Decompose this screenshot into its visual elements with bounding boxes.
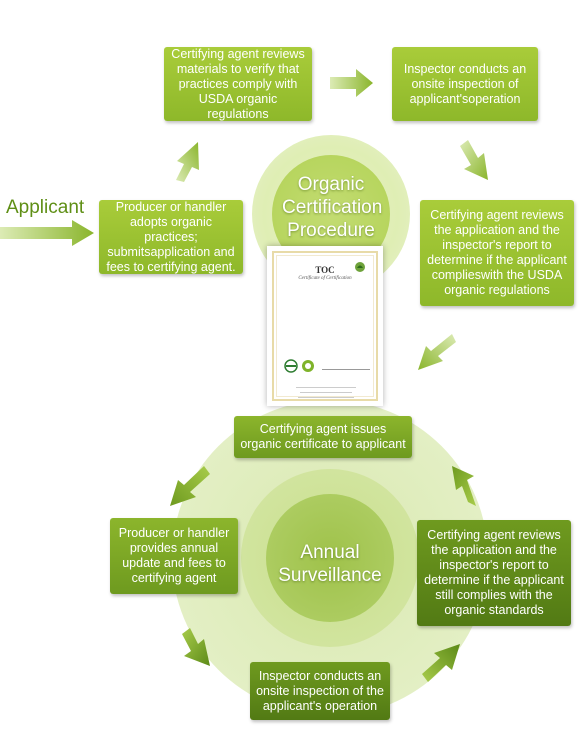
step-submit-application-text: Producer or handler adopts organic pract… xyxy=(106,199,236,274)
step-review-materials-text: Certifying agent reviews materials to ve… xyxy=(171,46,305,121)
arrow-to-onsite-inspection-icon xyxy=(330,69,373,97)
signature-line xyxy=(322,369,370,370)
applicant-arrow-icon xyxy=(0,220,94,246)
lower-inner-circle xyxy=(266,494,394,622)
footer-line-2 xyxy=(300,392,352,393)
arrow-to-annual-update-icon xyxy=(170,466,210,506)
certificate-logo-icon xyxy=(355,262,365,272)
step-onsite-inspection-text: Inspector conducts an onsite inspection … xyxy=(403,61,527,106)
step-annual-review-text: Certifying agent reviews the application… xyxy=(424,528,564,617)
toc-seal-icon xyxy=(302,360,314,372)
procedure-title: Organic Certification Procedure xyxy=(282,173,383,242)
surveillance-title-line1: Annual xyxy=(300,542,360,563)
certificate-subtitle: Certificate of Certification xyxy=(298,276,352,281)
arrow-to-review-report-icon xyxy=(460,140,488,180)
procedure-title-line1: Organic xyxy=(297,174,365,195)
step-review-report: Certifying agent reviews the application… xyxy=(420,200,574,306)
step-annual-review: Certifying agent reviews the application… xyxy=(417,520,571,626)
certificate-document: TOC Certificate of Certification xyxy=(267,246,383,406)
arrow-to-annual-review-icon xyxy=(422,644,460,682)
step-issue-certificate: Certifying agent issues organic certific… xyxy=(234,416,412,458)
step-annual-inspection-text: Inspector conducts an onsite inspection … xyxy=(256,668,384,713)
step-issue-certificate-text: Certifying agent issues organic certific… xyxy=(240,422,406,451)
step-annual-inspection: Inspector conducts an onsite inspection … xyxy=(250,662,390,720)
arrow-to-review-materials-icon xyxy=(176,142,199,182)
step-onsite-inspection: Inspector conducts an onsite inspection … xyxy=(392,47,538,121)
arrow-to-issue-certificate-icon xyxy=(418,334,456,370)
procedure-title-line2: Certification xyxy=(282,197,383,218)
certificate-border: TOC Certificate of Certification xyxy=(272,251,378,401)
footer-line-3 xyxy=(298,397,354,398)
step-submit-application: Producer or handler adopts organic pract… xyxy=(99,200,243,274)
surveillance-title: Annual Surveillance xyxy=(266,541,394,587)
step-review-materials: Certifying agent reviews materials to ve… xyxy=(164,47,312,121)
step-review-report-text: Certifying agent reviews the application… xyxy=(427,208,567,297)
surveillance-title-line2: Surveillance xyxy=(278,565,382,586)
step-annual-update: Producer or handler provides annual upda… xyxy=(110,518,238,594)
arrow-back-to-issue-certificate-icon xyxy=(452,466,476,506)
applicant-label: Applicant xyxy=(6,197,85,218)
step-annual-update-text: Producer or handler provides annual upda… xyxy=(118,526,230,585)
certificate-title: TOC xyxy=(315,265,335,275)
usda-organic-seal-icon xyxy=(284,359,298,373)
footer-line-1 xyxy=(296,387,356,388)
arrow-to-annual-inspection-icon xyxy=(182,628,210,666)
procedure-title-line3: Procedure xyxy=(287,220,375,241)
